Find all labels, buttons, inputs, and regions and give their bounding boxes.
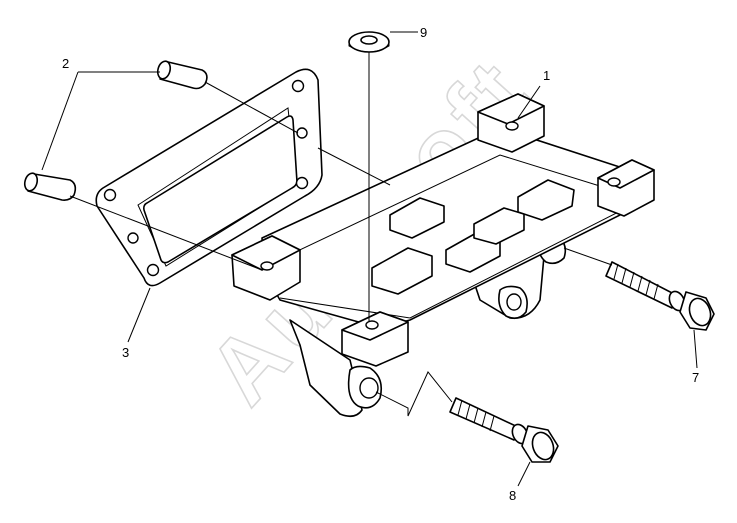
callout-7: 7 <box>692 370 699 385</box>
callout-1: 1 <box>543 68 550 83</box>
leader-lines <box>41 31 698 487</box>
washer-part-9 <box>348 31 390 53</box>
adapter-plate-part-3 <box>95 68 323 287</box>
callout-3: 3 <box>122 345 129 360</box>
bolt-part-8 <box>449 397 559 463</box>
dowel-pin-upper-part-2 <box>156 60 208 90</box>
callout-2: 2 <box>62 56 69 71</box>
callout-8: 8 <box>509 488 516 503</box>
dowel-pin-lower-part-2 <box>23 172 77 201</box>
bolt-part-7 <box>605 261 715 331</box>
callout-9: 9 <box>420 25 427 40</box>
mounting-bracket-part-1 <box>231 93 655 418</box>
